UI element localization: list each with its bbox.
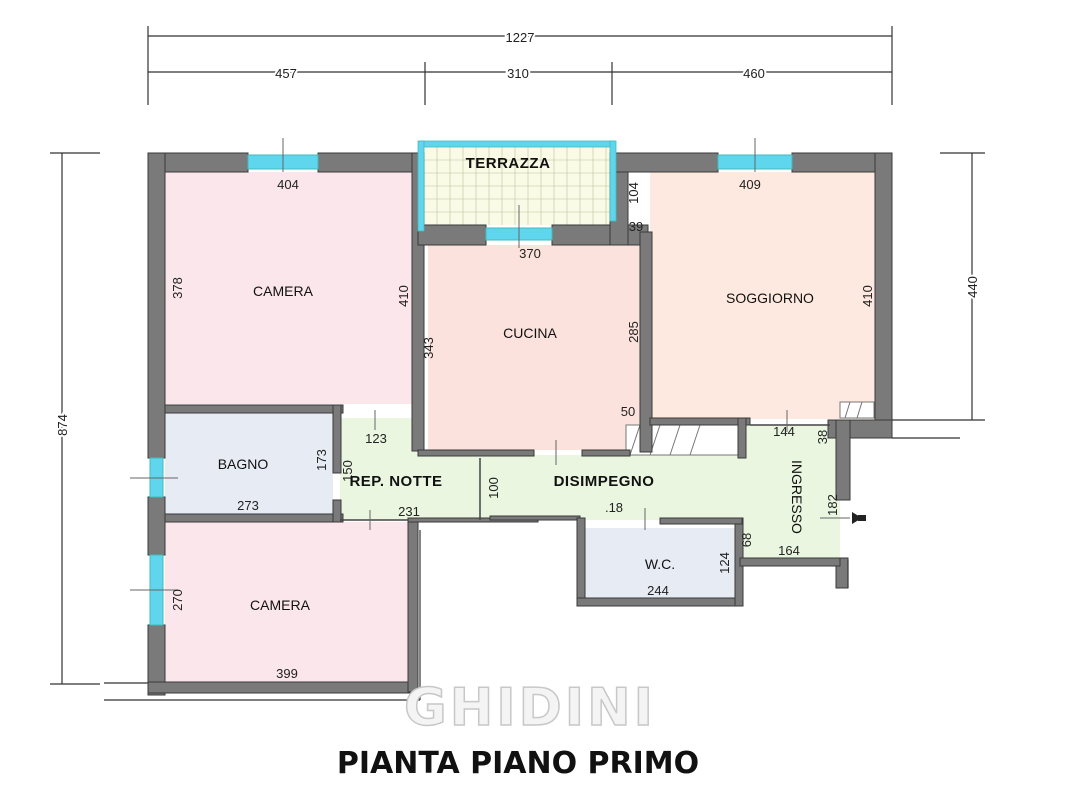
wall [147, 496, 166, 556]
room-label-terrazza: TERRAZZA [466, 155, 551, 172]
opening-marks [130, 138, 850, 591]
wall [649, 417, 751, 426]
camera-top-fill [165, 172, 412, 404]
room-label-soggiorno: SOGGIORNO [726, 290, 814, 306]
dim-seg-left: 457 [275, 66, 297, 81]
room-label-camera-bottom: CAMERA [250, 597, 311, 613]
room-labels: TERRAZZA CAMERA CUCINA SOGGIORNO BAGNO R… [218, 155, 814, 613]
terrace-railing [417, 140, 425, 232]
wall [417, 449, 535, 457]
measure-399: 399 [276, 666, 298, 681]
measure-410a: 410 [396, 285, 411, 307]
wall [164, 513, 344, 523]
dimension-lines [50, 26, 985, 701]
measure-164: 164 [778, 543, 800, 558]
cucina-fill [428, 245, 640, 450]
measure-378: 378 [170, 277, 185, 299]
plan-title: PIANTA PIANO PRIMO [337, 746, 699, 781]
measure-173: 173 [314, 449, 329, 471]
measure-270: 270 [170, 589, 185, 611]
wall [417, 224, 487, 246]
entrance-arrow-tail [858, 515, 866, 521]
measure-123: 123 [365, 431, 387, 446]
dim-right-height: 440 [965, 276, 980, 298]
measure-150: 150 [340, 460, 355, 482]
measure-50: 50 [621, 404, 635, 419]
terrazza-grid [424, 147, 610, 225]
wall [317, 152, 421, 173]
wall [147, 681, 419, 694]
measure-244: 244 [647, 583, 669, 598]
camera-bottom-fill [165, 522, 408, 682]
wall [835, 419, 851, 501]
measure-144: 144 [773, 424, 795, 439]
watermark-text: GHIDINI [404, 678, 656, 738]
terrace-railing [609, 140, 617, 222]
terrace-railing [419, 140, 615, 148]
room-label-ingresso: INGRESSO [789, 460, 805, 534]
wall [332, 404, 342, 474]
wall [407, 519, 419, 693]
soggiorno-fill [650, 172, 875, 419]
dim-seg-right: 460 [743, 66, 765, 81]
dim-total-width: 1227 [506, 30, 535, 45]
measure-39: 39 [629, 219, 643, 234]
wall [489, 515, 581, 521]
measure-124: 124 [717, 552, 732, 574]
partitions [340, 424, 830, 521]
measure-100: 100 [486, 477, 501, 499]
dim-total-height: 874 [55, 414, 70, 436]
wall [874, 152, 893, 439]
measure-410b: 410 [860, 285, 875, 307]
wall [576, 597, 743, 607]
measure-409: 409 [739, 177, 761, 192]
measure-18: .18 [605, 500, 623, 515]
measure-38: 38 [815, 430, 830, 444]
measure-104: 104 [626, 182, 641, 204]
room-label-wc: W.C. [645, 556, 675, 572]
measure-370: 370 [519, 246, 541, 261]
entrance-arrow-icon [852, 512, 862, 524]
wall [581, 449, 631, 457]
wall [659, 517, 743, 525]
room-label-disimpegno: DISIMPEGNO [554, 473, 655, 490]
room-label-rep-notte: REP. NOTTE [349, 473, 442, 490]
measure-68: 68 [739, 533, 754, 547]
measure-404: 404 [277, 177, 299, 192]
wall [639, 231, 653, 453]
measure-231: 231 [398, 504, 420, 519]
room-label-bagno: BAGNO [218, 456, 269, 472]
wall [147, 152, 166, 459]
wall [164, 404, 344, 414]
measure-182: 182 [825, 494, 840, 516]
measure-285: 285 [626, 321, 641, 343]
wall [332, 499, 342, 523]
room-label-cucina: CUCINA [503, 325, 557, 341]
wc-fill [585, 528, 735, 598]
room-label-camera-top: CAMERA [253, 283, 314, 299]
wall [739, 557, 841, 567]
wall [576, 517, 586, 607]
dim-seg-mid: 310 [507, 66, 529, 81]
bagno-fill [165, 413, 333, 514]
wall [609, 152, 719, 173]
measure-273: 273 [237, 498, 259, 513]
measure-343: 343 [421, 337, 436, 359]
dimension-labels: 1227 457 310 460 874 440 404 378 410 370… [53, 28, 982, 681]
wall [737, 417, 747, 459]
